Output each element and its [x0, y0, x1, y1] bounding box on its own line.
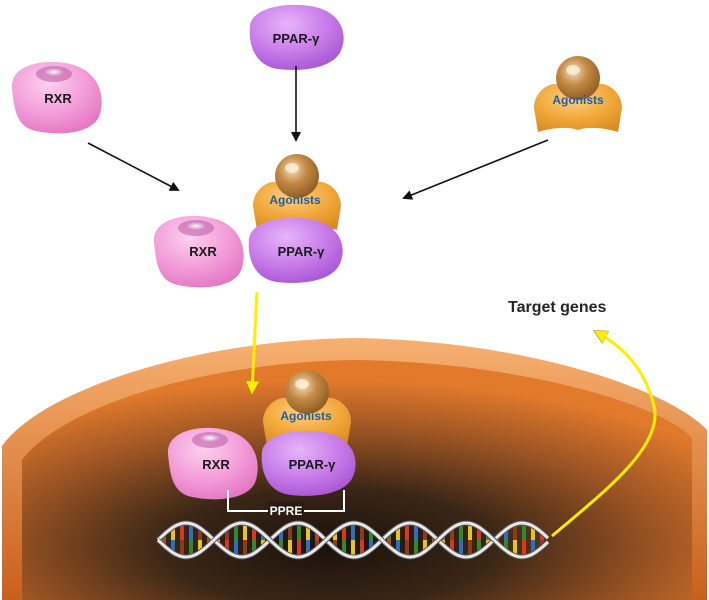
- dna-strand: [156, 521, 550, 559]
- ppar-gamma-label: PPAR-γ: [273, 31, 320, 46]
- target-genes-label: Target genes: [508, 299, 607, 316]
- arrow-dna-to-target-genes: [551, 332, 657, 538]
- complex-rxr-label: RXR: [189, 244, 217, 259]
- ppre-bracket: PPRE: [227, 490, 345, 518]
- ppre-label: PPRE: [270, 504, 303, 518]
- complex-nucleus: Agonists RXR PPAR-γ: [167, 370, 356, 500]
- agonists-label: Agonists: [552, 93, 604, 107]
- dna-helix: [156, 520, 550, 560]
- complex-ppar-label: PPAR-γ: [278, 244, 325, 259]
- nucleus-agonists-label: Agonists: [280, 409, 332, 423]
- rxr-label: RXR: [44, 91, 72, 106]
- agonists-free: Agonists: [534, 56, 622, 132]
- arrow-agonist-to-complex: [402, 139, 549, 200]
- dna-strand: [156, 521, 550, 559]
- arrow-rxr-to-complex: [87, 142, 180, 191]
- arrow-complex-to-nucleus: [252, 291, 257, 392]
- complex-cytoplasm: Agonists RXR PPAR-γ: [153, 154, 343, 288]
- rxr-free: RXR: [11, 61, 102, 134]
- nucleus-rxr-label: RXR: [202, 457, 230, 472]
- complex-agonists-label: Agonists: [269, 193, 321, 207]
- ppar-gamma-free: PPAR-γ: [249, 4, 344, 70]
- nucleus-ppar-label: PPAR-γ: [289, 457, 336, 472]
